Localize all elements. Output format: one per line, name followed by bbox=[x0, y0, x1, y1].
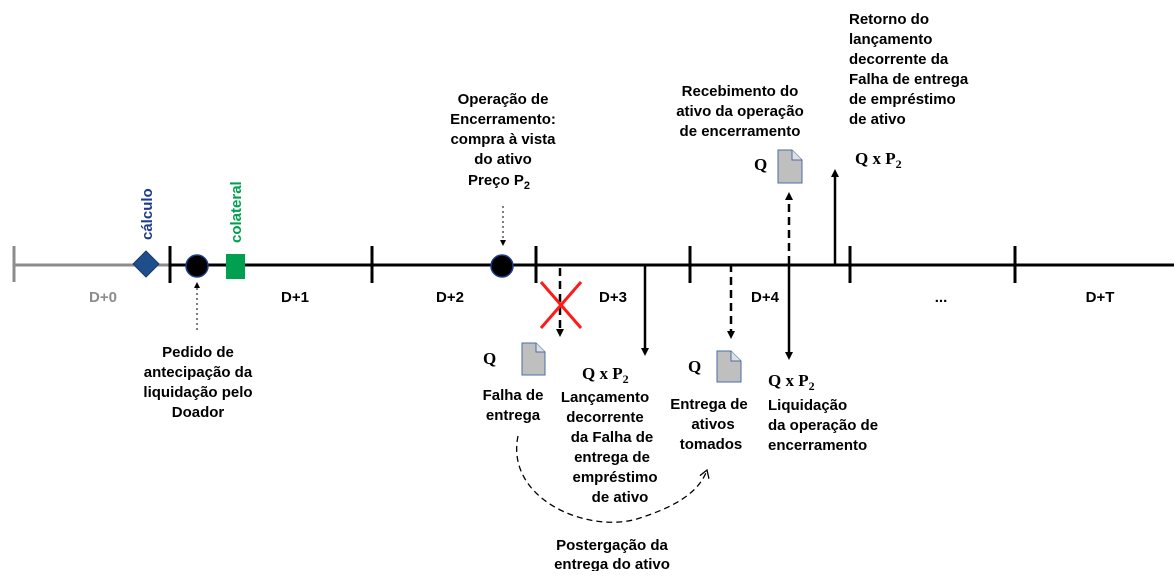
day-label-ellipsis: ... bbox=[935, 289, 948, 306]
operacao-preco-text: Preço P bbox=[468, 172, 524, 189]
cross-icon bbox=[539, 281, 583, 329]
falha-line-1: Falha de bbox=[483, 387, 544, 404]
pedido-line-2: antecipação da bbox=[144, 364, 253, 381]
liquidacao-line-3: encerramento bbox=[768, 437, 867, 454]
liquidacao-qxp-text: Q x P bbox=[768, 371, 809, 390]
day-ticks bbox=[168, 246, 1017, 283]
retorno-qxp: Q x P2 bbox=[855, 149, 902, 171]
liquidacao-qxp-sub: 2 bbox=[809, 379, 815, 393]
lancamento-line-1: Lançamento bbox=[561, 389, 649, 406]
day-label-dt: D+T bbox=[1086, 289, 1115, 306]
operacao-text: Operação de Encerramento: compra à vista… bbox=[450, 91, 556, 192]
retorno-line-1: Retorno do bbox=[849, 11, 929, 28]
operacao-preco: Preço P2 bbox=[468, 172, 530, 192]
lancamento-line-5: empréstimo bbox=[572, 469, 657, 486]
day-label-d3: D+3 bbox=[599, 289, 627, 306]
entrega-q-label: Q bbox=[688, 357, 701, 376]
day-label-d1: D+1 bbox=[281, 289, 309, 306]
operacao-line-2: Encerramento: bbox=[450, 111, 556, 128]
document-icon-fold bbox=[535, 343, 545, 353]
lancamento-qxp-sub: 2 bbox=[623, 372, 629, 386]
postergacao-curved-arrow bbox=[516, 435, 707, 523]
calculo-diamond-marker bbox=[132, 250, 160, 278]
recebimento-text: Recebimento do ativo da operação de ence… bbox=[676, 83, 804, 140]
retorno-line-2: lançamento bbox=[849, 31, 932, 48]
postergacao-line-2: entrega do ativo bbox=[554, 556, 670, 571]
retorno-line-5: de empréstimo bbox=[849, 91, 956, 108]
colateral-square-marker bbox=[226, 254, 245, 279]
recebimento-line-3: de encerramento bbox=[680, 123, 801, 140]
retorno-qxp-sub: 2 bbox=[896, 157, 902, 171]
day-label-d2: D+2 bbox=[436, 289, 464, 306]
recebimento-q-label: Q bbox=[754, 155, 767, 174]
retorno-line-6: de ativo bbox=[849, 111, 906, 128]
lancamento-text: Lançamento decorrente da Falha de entreg… bbox=[561, 389, 658, 506]
falha-q-label: Q bbox=[483, 349, 496, 368]
lancamento-qxp-text: Q x P bbox=[582, 364, 623, 383]
lancamento-line-4: entrega de bbox=[574, 449, 650, 466]
pedido-line-3: liquidação pelo bbox=[143, 384, 252, 401]
postergacao-text: Postergação da entrega do ativo bbox=[554, 537, 670, 573]
falha-line-2: entrega bbox=[486, 407, 541, 424]
entrega-line-2: ativos bbox=[691, 416, 734, 433]
operacao-preco-sub: 2 bbox=[524, 180, 530, 192]
calculo-label: cálculo bbox=[139, 188, 156, 240]
retorno-text: Retorno do lançamento decorrente da Falh… bbox=[849, 11, 969, 128]
lancamento-line-6: de ativo bbox=[592, 489, 649, 506]
colateral-label: colateral bbox=[228, 181, 245, 243]
liquidacao-qxp: Q x P2 bbox=[768, 371, 815, 393]
retorno-line-3: decorrente da bbox=[849, 51, 949, 68]
liquidacao-text: Liquidação da operação de encerramento bbox=[768, 397, 878, 454]
entrega-line-1: Entrega de bbox=[670, 396, 748, 413]
document-icon bbox=[716, 350, 742, 383]
operacao-line-4: do ativo bbox=[474, 151, 532, 168]
document-icon bbox=[777, 149, 803, 184]
entrega-text: Entrega de ativos tomados bbox=[670, 396, 748, 453]
lancamento-line-2: decorrente bbox=[566, 409, 644, 426]
document-icon bbox=[521, 342, 546, 376]
lancamento-qxp: Q x P2 bbox=[582, 364, 629, 386]
recebimento-line-1: Recebimento do bbox=[682, 83, 799, 100]
pedido-line-1: Pedido de bbox=[162, 344, 234, 361]
lancamento-line-3: da Falha de bbox=[571, 429, 654, 446]
retorno-qxp-text: Q x P bbox=[855, 149, 896, 168]
day-label-d4: D+4 bbox=[751, 289, 780, 306]
postergacao-line-1: Postergação da bbox=[556, 537, 668, 554]
entrega-line-3: tomados bbox=[680, 436, 743, 453]
operacao-line-1: Operação de bbox=[458, 91, 549, 108]
operacao-line-3: compra à vista bbox=[450, 131, 556, 148]
document-icon-fold bbox=[730, 351, 741, 362]
retorno-line-4: Falha de entrega bbox=[849, 71, 969, 88]
pedido-text: Pedido de antecipação da liquidação pelo… bbox=[143, 344, 252, 421]
liquidacao-line-2: da operação de bbox=[768, 417, 878, 434]
falha-text: Falha de entrega bbox=[483, 387, 544, 424]
liquidacao-line-1: Liquidação bbox=[768, 397, 847, 414]
day-label-d0: D+0 bbox=[89, 289, 117, 306]
recebimento-line-2: ativo da operação bbox=[676, 103, 804, 120]
operacao-circle-marker bbox=[490, 254, 514, 278]
pedido-line-4: Doador bbox=[172, 404, 225, 421]
document-icon-fold bbox=[791, 150, 802, 161]
pedido-circle-marker bbox=[185, 254, 209, 278]
